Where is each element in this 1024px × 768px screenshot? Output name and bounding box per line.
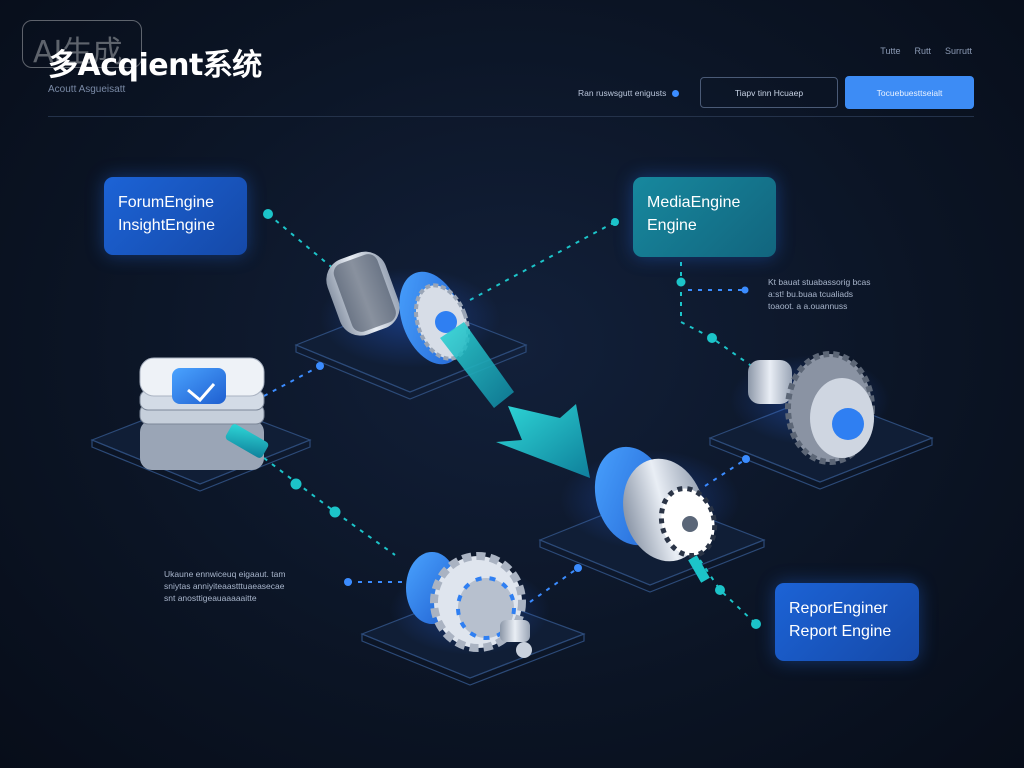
annotation-right-line: a:st! bu.buaa tcualiads <box>768 289 854 299</box>
server-stack-icon <box>139 357 269 470</box>
primary-button[interactable]: Tocuebuesttseialt <box>845 76 974 109</box>
annotation-right-line: Kt bauat stuabassorig bcas <box>768 277 871 287</box>
ai-generated-watermark: AI生成 <box>22 20 142 70</box>
secondary-button[interactable]: Tiapv tinn Hcuaep <box>700 77 838 108</box>
beam-top <box>440 322 514 408</box>
gear-module-right-icon <box>730 351 890 465</box>
page-title: 多Acqient系统 <box>48 48 262 83</box>
report-engine-box[interactable]: ReporEnginer Report Engine <box>775 583 919 661</box>
toolbar-status: Ran ruswsgutt enigusts <box>578 88 680 98</box>
top-links: Tutte Rutt Surrutt <box>880 46 972 56</box>
annotation-right-line: toaoot. a a.ouannuss <box>768 301 848 311</box>
gear-module-bottom-icon <box>390 552 550 658</box>
annotation-left-line: Ukaune ennwiceuq eigaaut. tam <box>164 569 286 579</box>
gear-module-icon <box>320 251 500 368</box>
top-link-1[interactable]: Tutte <box>880 46 901 56</box>
status-dot-icon <box>672 89 680 97</box>
page-subtitle: Acoutt Asgueisatt <box>48 84 126 95</box>
connector-lines <box>263 213 761 625</box>
annotation-left-line: sniytas anniyiteaastttuaeasecae <box>164 581 285 591</box>
toolbar-status-label: Ran ruswsgutt enigusts <box>578 88 667 98</box>
media-engine-label: MediaEngine <box>647 194 741 211</box>
annotation-left-line: snt anosttigeauaaaaaitte <box>164 593 257 603</box>
connector-nodes <box>263 209 761 629</box>
annotation-left: Ukaune ennwiceuq eigaaut. tam sniytas an… <box>164 568 285 604</box>
top-link-3[interactable]: Surrutt <box>944 46 972 56</box>
insight-engine-label: InsightEngine <box>118 217 215 234</box>
media-engine-box[interactable]: MediaEngine Engine <box>633 177 776 257</box>
annotation-right: Kt bauat stuabassorig bcas a:st! bu.buaa… <box>768 276 871 312</box>
gear-module-center-icon <box>560 446 740 583</box>
forum-engine-box[interactable]: ForumEngine InsightEngine <box>104 177 247 255</box>
header-divider <box>48 116 974 117</box>
report-engine-label: ReporEnginer <box>789 600 888 617</box>
top-link-2[interactable]: Rutt <box>914 46 931 56</box>
arrow-down-icon <box>496 404 590 478</box>
forum-engine-label: ForumEngine <box>118 194 215 211</box>
check-icon <box>187 383 216 403</box>
report-engine-sublabel: Report Engine <box>789 623 892 640</box>
media-engine-sublabel: Engine <box>647 217 697 234</box>
